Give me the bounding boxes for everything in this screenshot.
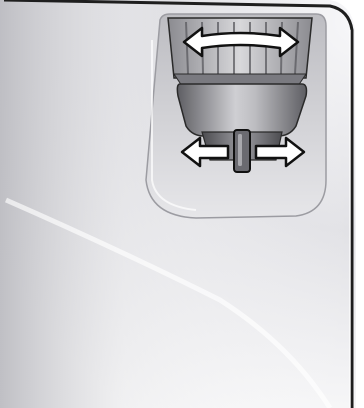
body-contour	[4, 197, 333, 408]
slider-move-arrow-icon	[180, 136, 306, 168]
slider-knob[interactable]	[233, 129, 251, 173]
dial-rotate-arrow-icon	[182, 26, 300, 58]
